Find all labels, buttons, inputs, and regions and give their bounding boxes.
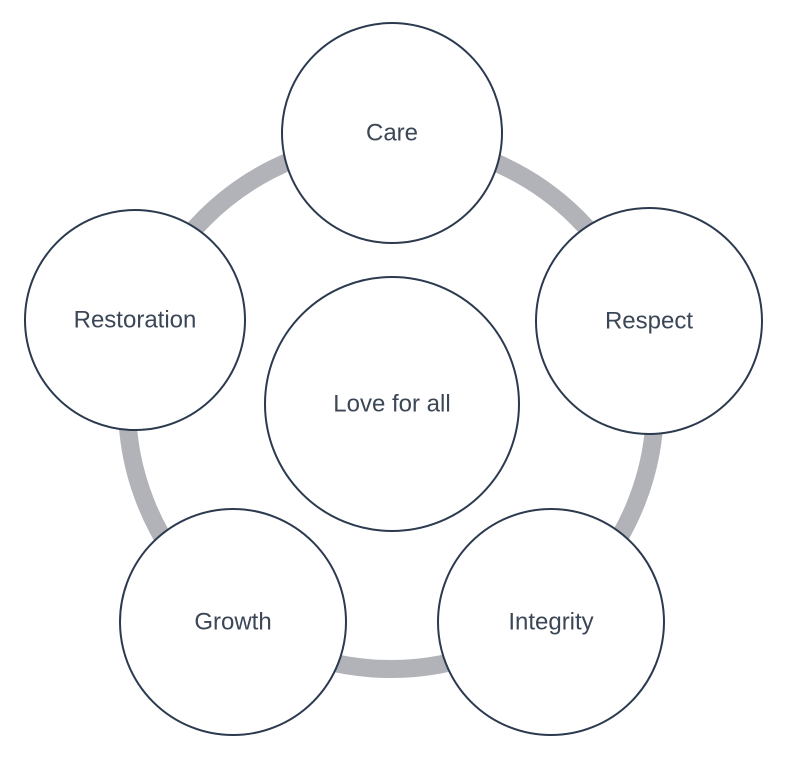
center-node: Love for all <box>264 276 520 532</box>
node-growth-circle <box>119 508 347 736</box>
node-respect-circle <box>535 207 763 435</box>
node-growth: Growth <box>119 508 347 736</box>
node-care: Care <box>281 22 503 244</box>
node-care-circle <box>281 22 503 244</box>
node-integrity-circle <box>437 508 665 736</box>
node-integrity: Integrity <box>437 508 665 736</box>
node-integrity-label: Integrity <box>508 609 593 636</box>
node-care-label: Care <box>366 120 418 147</box>
node-respect-label: Respect <box>605 308 693 335</box>
node-restoration-circle <box>24 209 246 431</box>
node-restoration: Restoration <box>24 209 246 431</box>
node-restoration-label: Restoration <box>74 307 197 334</box>
node-respect: Respect <box>535 207 763 435</box>
center-node-label: Love for all <box>333 391 450 418</box>
node-growth-label: Growth <box>194 609 271 636</box>
center-node-circle <box>264 276 520 532</box>
